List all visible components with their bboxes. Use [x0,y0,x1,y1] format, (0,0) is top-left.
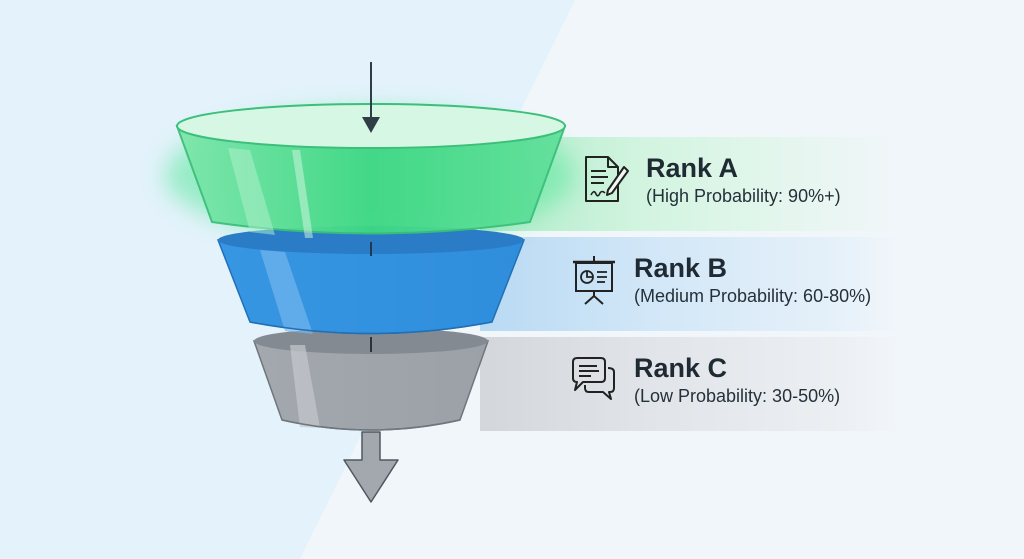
rank-c-band [480,337,900,431]
rank-b-subtitle: (Medium Probability: 60-80%) [634,286,872,306]
rank-c-label: Rank C (Low Probability: 30-50%) [566,352,840,408]
rank-b-band [480,237,900,331]
contract-signature-icon [578,152,634,208]
rank-b-title: Rank B [634,253,728,283]
rank-c-subtitle: (Low Probability: 30-50%) [634,386,841,406]
output-arrow-icon [343,431,399,503]
rank-a-label: Rank A (High Probability: 90%+) [578,152,841,208]
rank-a-title: Rank A [646,153,739,183]
input-arrow-icon [362,62,380,133]
chat-bubbles-icon [566,352,622,408]
rank-b-label: Rank B (Medium Probability: 60-80%) [566,252,871,308]
rank-c-title: Rank C [634,353,728,383]
funnel-segment-b [216,226,526,335]
presentation-board-icon [566,252,622,308]
rank-a-subtitle: (High Probability: 90%+) [646,186,841,206]
